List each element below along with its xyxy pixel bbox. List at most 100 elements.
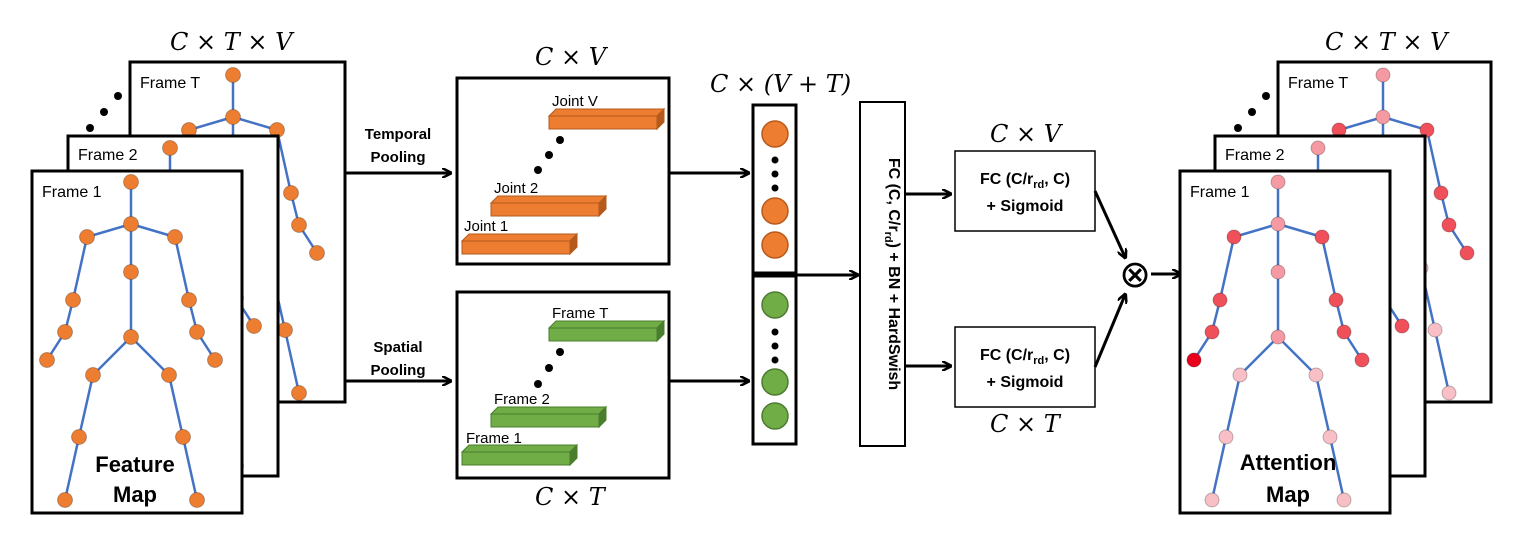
feature-map-stack: C × T × V Frame T Frame 2 Frame 1 Featur…	[30, 28, 347, 515]
bone-line	[1338, 115, 1384, 132]
joint-bars	[460, 107, 666, 256]
frame-t-bar-top	[547, 320, 666, 329]
joint-node	[1419, 122, 1435, 138]
ellipsis-dot	[771, 342, 779, 350]
joint-node	[1270, 216, 1286, 232]
ellipsis-dot	[545, 364, 553, 372]
joint-fc-block: C × V FC (C/rrd, C) + Sigmoid	[954, 120, 1096, 232]
joint-1-label: Joint 1	[464, 218, 508, 235]
frame-to-multiply-arrow	[1093, 295, 1125, 368]
joint-node	[1186, 352, 1202, 368]
attn-frame-1-card	[1178, 169, 1392, 515]
joint-node	[1433, 185, 1449, 201]
frame-2-bar	[490, 413, 600, 428]
attn-frame-1-skeleton	[1186, 174, 1370, 508]
joint-node	[1226, 229, 1242, 245]
bone-line	[63, 436, 81, 501]
frame-feature-node	[761, 368, 789, 396]
joint-feature-node	[761, 231, 789, 259]
joint-feature-node	[761, 197, 789, 225]
joint-node	[291, 385, 307, 401]
joint-node	[1270, 174, 1286, 190]
bone-line	[71, 236, 89, 301]
attn-frame-t-label: Frame T	[1288, 75, 1348, 92]
joint-node	[1204, 492, 1220, 508]
feature-frame-t-label: Frame T	[140, 75, 200, 92]
joint-node	[1336, 324, 1352, 340]
fc-joint-dims: C × V	[990, 120, 1064, 148]
bone-line	[1425, 129, 1443, 194]
bone-line	[1314, 374, 1332, 438]
ellipsis-dot	[534, 166, 542, 174]
joint-node	[189, 492, 205, 508]
joint-1-bar	[461, 240, 571, 255]
attention-map-title-1: Attention	[1240, 450, 1337, 475]
temporal-pooling-box: C × V Joint V Joint 2 Joint 1	[455, 43, 671, 266]
stack-dot	[100, 108, 108, 116]
frame-fc-line2: + Sigmoid	[987, 374, 1064, 391]
bone-line	[1328, 436, 1346, 501]
bone-line	[1224, 374, 1242, 438]
bone-line	[130, 336, 170, 376]
bone-line	[283, 329, 301, 394]
frame-fc-block: FC (C/rrd, C) + Sigmoid C × T	[954, 326, 1096, 438]
joint-node	[1232, 367, 1248, 383]
attention-map-dims: C × T × V	[1325, 28, 1450, 56]
frame-feature-node	[761, 402, 789, 430]
joint-node	[79, 229, 95, 245]
joint-node	[1328, 292, 1344, 308]
joint-node	[57, 324, 73, 340]
joint-node	[65, 292, 81, 308]
joint-node	[1375, 109, 1391, 125]
bone-line	[1320, 236, 1338, 301]
ellipsis-dot	[771, 156, 779, 164]
joint-1-bar-top	[460, 233, 579, 242]
bone-line	[1382, 115, 1428, 132]
temporal-pool-dims: C × V	[535, 43, 609, 71]
joint-v-bar	[548, 115, 658, 130]
ellipsis-dot	[771, 184, 779, 192]
temporal-pooling-label-1: Temporal	[365, 126, 431, 143]
ellipsis-dot	[771, 356, 779, 364]
joint-node	[1314, 229, 1330, 245]
joint-2-bar-top	[489, 195, 608, 204]
feature-frame-2-label: Frame 2	[78, 147, 138, 164]
ellipsis-dot	[771, 328, 779, 336]
joint-node	[1459, 245, 1475, 261]
spatial-pool-dims: C × T	[535, 483, 607, 511]
joint-fc-line1: FC (C/rrd, C)	[980, 171, 1070, 191]
ellipsis-dot	[556, 136, 564, 144]
attn-frame-2-label: Frame 2	[1225, 147, 1285, 164]
bone-line	[167, 374, 185, 438]
joint-node	[1441, 217, 1457, 233]
feature-map-title-2: Map	[113, 482, 157, 507]
bone-line	[1277, 336, 1317, 376]
fc-frame-dims: C × T	[990, 410, 1062, 438]
bone-line	[1277, 222, 1323, 239]
ellipsis-dot	[771, 170, 779, 178]
joint-node	[309, 245, 325, 261]
joint-node	[181, 292, 197, 308]
temporal-pooling-label-2: Pooling	[371, 149, 426, 166]
feature-map-dims: C × T × V	[170, 28, 295, 56]
joint-node	[1441, 385, 1457, 401]
joint-node	[1394, 318, 1410, 334]
feature-map-title-1: Feature	[95, 452, 174, 477]
shared-fc-text: FC (C, C/rrd) + BN + HardSwish	[882, 158, 902, 390]
frame-t-bar	[548, 327, 658, 342]
joint-node	[162, 140, 178, 156]
joint-node	[85, 367, 101, 383]
ellipsis-dot	[534, 380, 542, 388]
bone-line	[173, 236, 191, 301]
joint-feature-node	[761, 120, 789, 148]
stack-dot	[1234, 124, 1242, 132]
attn-frame-1-label: Frame 1	[1190, 184, 1250, 201]
joint-node	[1427, 322, 1443, 338]
concat-dims: C × (V + T)	[710, 70, 851, 98]
bone-line	[188, 115, 234, 132]
attention-map-title-2: Map	[1266, 482, 1310, 507]
frame-1-bar	[461, 451, 571, 466]
ellipsis-dot	[545, 151, 553, 159]
joint-node	[123, 216, 139, 232]
